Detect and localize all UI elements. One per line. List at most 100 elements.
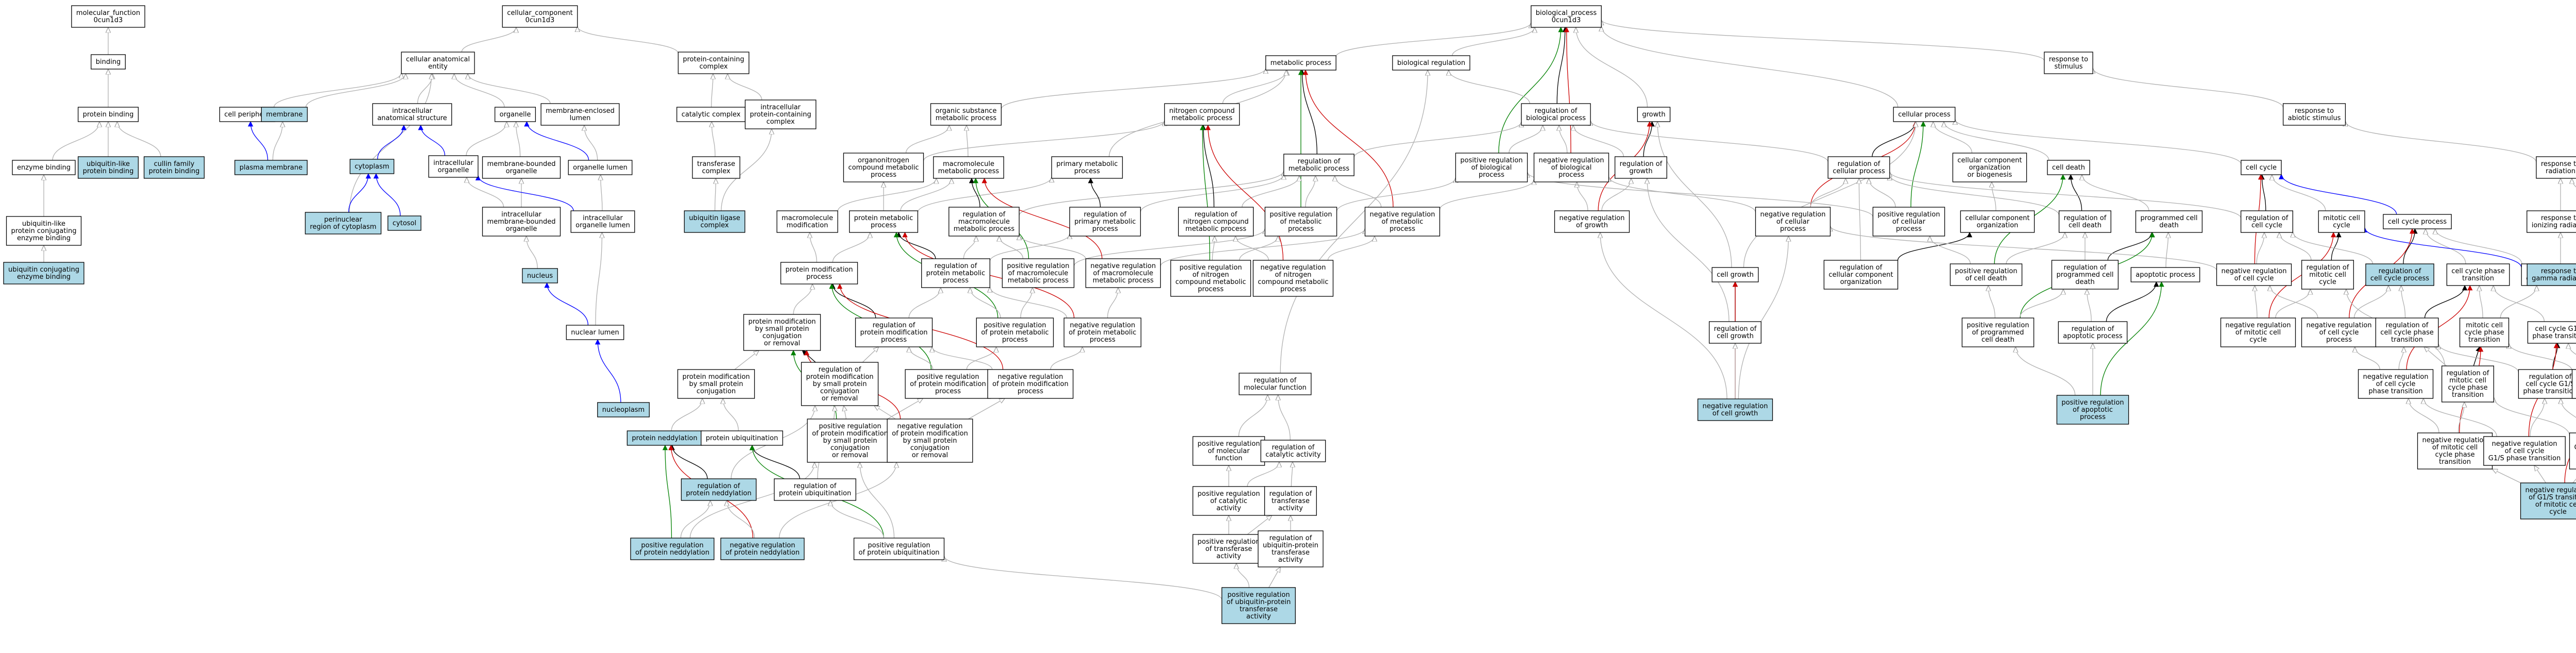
go-term-node-cell-cycle[interactable]: cell cycle xyxy=(2241,160,2282,175)
go-term-node-membrane[interactable]: membrane xyxy=(261,107,308,122)
go-term-node-prot-ubiq[interactable]: protein ubiquitination xyxy=(701,430,783,446)
go-term-node-cell-death[interactable]: cell death xyxy=(2047,160,2090,175)
go-term-node-cytoplasm[interactable]: cytoplasm xyxy=(349,159,395,174)
go-term-node-met-proc[interactable]: metabolic process xyxy=(1265,55,1336,71)
go-term-node-bio-reg[interactable]: biological regulation xyxy=(1392,55,1470,71)
go-term-node-prot-binding[interactable]: protein binding xyxy=(77,107,139,122)
go-term-node-resp-radiation[interactable]: response toradiation xyxy=(2536,156,2576,179)
go-term-node-nucleoplasm[interactable]: nucleoplasm xyxy=(597,402,650,417)
go-term-node-cc-proc[interactable]: cell cycle process xyxy=(2383,214,2452,229)
go-term-node-org-lumen[interactable]: organelle lumen xyxy=(568,160,633,175)
go-term-node-organelle[interactable]: organelle xyxy=(494,107,536,122)
go-term-node-resp-gamma[interactable]: response togamma radiation xyxy=(2527,263,2576,286)
go-term-node-resp-ion-rad[interactable]: response toionizing radiation xyxy=(2527,210,2576,233)
go-term-node-prot-neddylation[interactable]: protein neddylation xyxy=(626,430,703,446)
go-term-node-cat-complex[interactable]: catalytic complex xyxy=(676,107,745,122)
go-term-node-nuc-lumen[interactable]: nuclear lumen xyxy=(566,325,624,340)
go-term-node-nucleus[interactable]: nucleus xyxy=(522,268,558,283)
go-term-node-reg-ub-transferase[interactable]: regulation ofubiquitin-proteintransferas… xyxy=(1258,530,1324,567)
go-term-node-enzyme-binding[interactable]: enzyme binding xyxy=(12,160,76,175)
